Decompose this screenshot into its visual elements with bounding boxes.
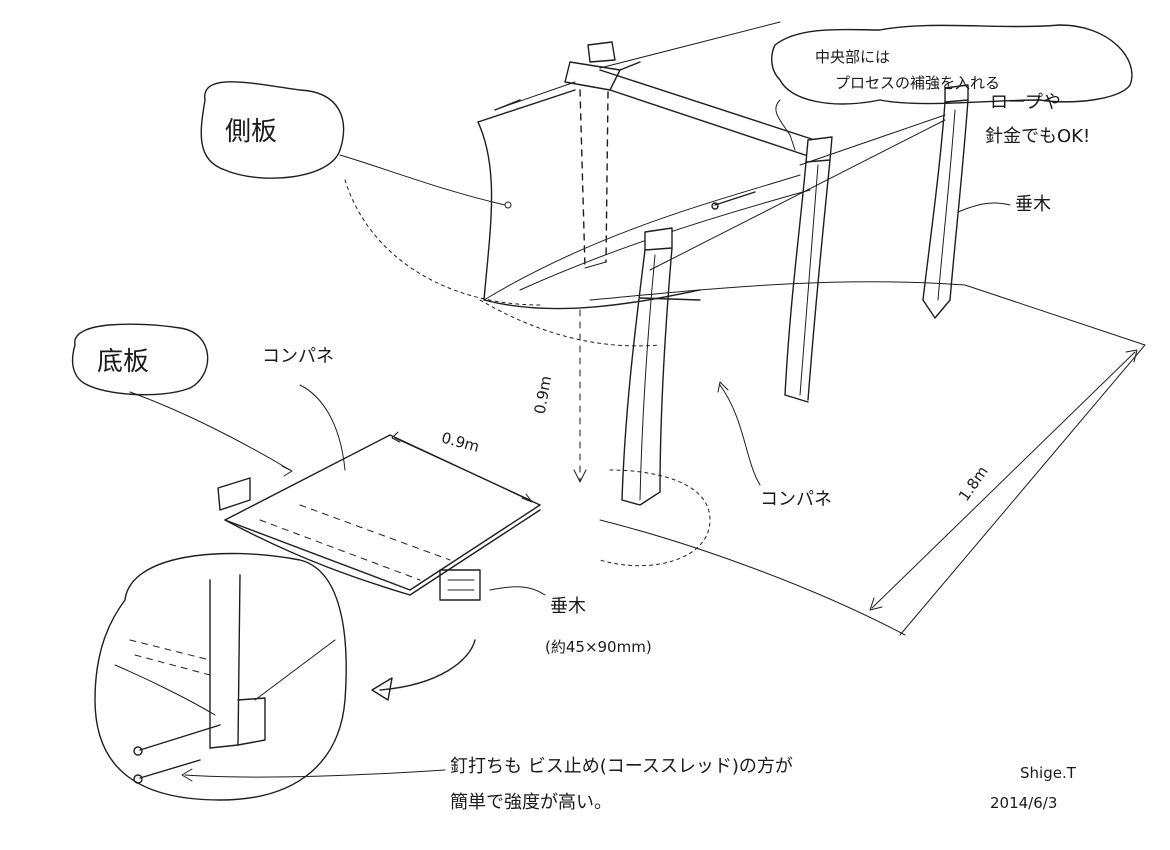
bottom-board: [217, 434, 541, 601]
note-reinforce-1: 中央部には: [815, 48, 890, 66]
dim-height: 0.9m: [531, 374, 555, 415]
rope-wire: [649, 114, 946, 271]
dimension-lines: [391, 309, 1138, 611]
date: 2014/6/3: [990, 794, 1057, 812]
post-front: [621, 227, 701, 506]
post-middle: [784, 136, 833, 403]
label-post-bottom: 垂木: [550, 596, 586, 617]
post-back-left: [579, 89, 609, 269]
detail-inset: [94, 552, 476, 801]
top-frame: [494, 21, 831, 161]
label-bottom-board: 底板: [97, 347, 149, 377]
label-post-size: (約45×90mm): [545, 638, 652, 656]
label-post-right: 垂木: [1015, 194, 1051, 215]
note-rope-1: ロープや: [990, 92, 1061, 113]
dim-depth: 1.8m: [955, 463, 992, 505]
post-right: [922, 84, 969, 319]
signature: Shige.T: [1020, 764, 1077, 782]
label-plywood-top: コンパネ: [262, 346, 334, 367]
note-screw-1: 釘打ちも ビス止め(コーススレッド)の方が: [450, 756, 793, 777]
note-rope-2: 針金でもOK!: [985, 126, 1090, 147]
label-side-board: 側板: [225, 117, 277, 147]
note-reinforce-2: プロセスの補強を入れる: [835, 74, 1000, 92]
label-plywood-right: コンパネ: [760, 489, 832, 510]
ground-plane: [479, 281, 1146, 636]
side-board: [477, 89, 811, 310]
note-screw-2: 簡単で強度が高い。: [450, 792, 612, 813]
leader-lines: [71, 24, 1133, 596]
dim-width: 0.9m: [439, 429, 481, 456]
